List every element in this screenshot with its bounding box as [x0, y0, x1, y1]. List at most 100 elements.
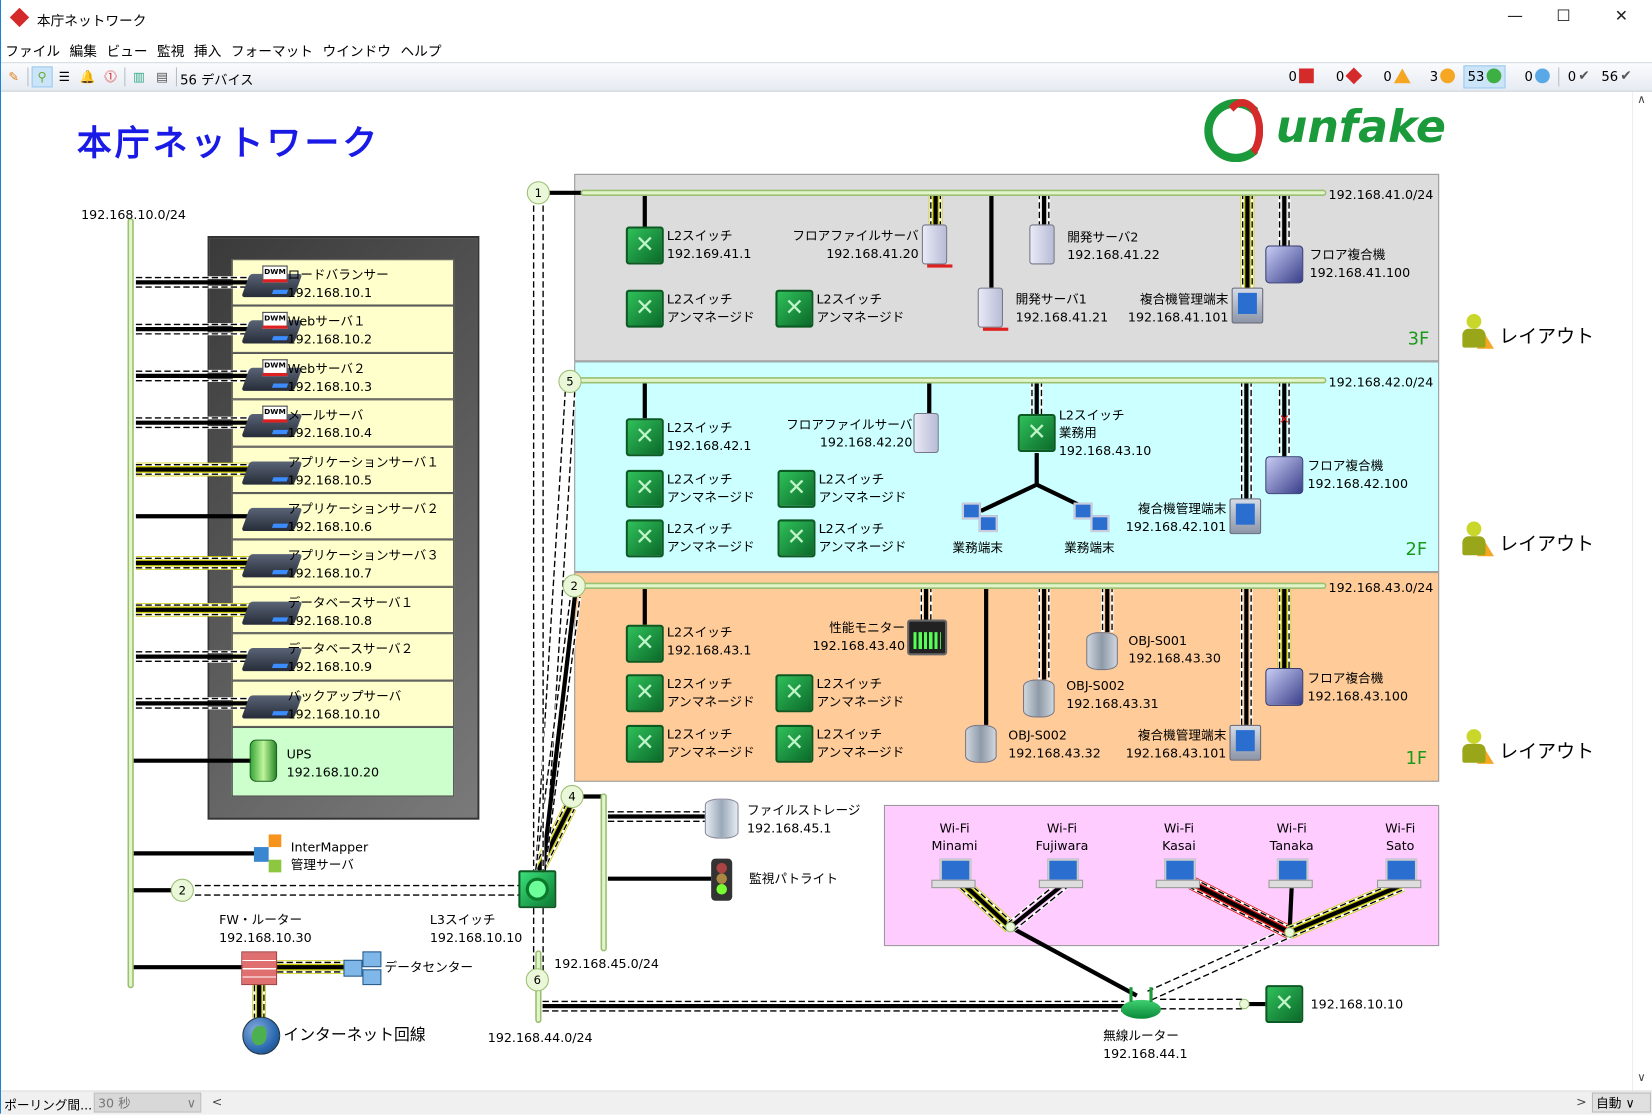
network-link-bubble[interactable]: 2 [170, 878, 194, 902]
workstation-cluster-icon[interactable] [1071, 502, 1111, 537]
mfp-icon[interactable] [1265, 667, 1304, 706]
polling-interval-select[interactable]: 30 秒∨ [93, 1092, 202, 1113]
sw-icon[interactable]: ✕ [625, 724, 664, 763]
sw-icon[interactable]: ✕ [625, 418, 664, 457]
scroll-right-icon[interactable]: > [1576, 1094, 1587, 1110]
maximize-button[interactable]: ☐ [1556, 6, 1571, 26]
fw-icon[interactable] [241, 951, 278, 986]
menu-window[interactable]: ウインドウ [322, 44, 391, 61]
status-acknowledged[interactable]: 0✔ [1565, 66, 1593, 87]
laptop-icon[interactable] [1155, 858, 1201, 889]
status-critical[interactable]: 0 [1333, 66, 1365, 87]
scroll-down-icon[interactable]: ∨ [1637, 1070, 1646, 1085]
storage-icon[interactable] [704, 798, 739, 839]
layout-submap-link[interactable]: レイアウト [1499, 740, 1595, 763]
network-link-bubble[interactable]: 5 [558, 369, 582, 393]
edit-mode-icon[interactable]: ✎ [8, 69, 19, 85]
network-link-bubble[interactable]: 1 [526, 181, 550, 205]
srv-icon[interactable] [1029, 224, 1055, 265]
sw-icon[interactable]: ✕ [625, 624, 664, 663]
link-traffic-dash [1193, 878, 1293, 929]
laptop-icon[interactable] [1268, 858, 1313, 889]
sw-icon[interactable]: ✕ [775, 289, 814, 328]
patlite-icon[interactable] [711, 858, 733, 901]
db-icon[interactable] [1023, 679, 1055, 718]
notification-bell-icon[interactable]: 🔔 [79, 69, 96, 85]
menu-edit[interactable]: 編集 [69, 44, 97, 61]
db-icon[interactable] [1086, 632, 1118, 671]
menu-monitor[interactable]: 監視 [157, 44, 185, 61]
layout-submap-icon[interactable] [1460, 313, 1494, 352]
router-icon[interactable] [1120, 987, 1162, 1019]
laptop-icon[interactable] [931, 858, 976, 889]
table-icon[interactable]: ▤ [156, 69, 169, 85]
menu-insert[interactable]: 挿入 [193, 44, 222, 61]
srv-icon[interactable] [913, 412, 939, 454]
db-icon[interactable] [965, 724, 997, 763]
sw-icon[interactable]: ✕ [777, 469, 816, 508]
critical-diamond-icon [1345, 67, 1363, 85]
sw-icon[interactable]: ✕ [625, 519, 664, 558]
chart-icon[interactable]: ▥ [133, 69, 146, 85]
im-icon[interactable] [253, 834, 283, 874]
minimize-button[interactable]: — [1507, 6, 1523, 26]
datacenter-icon[interactable] [343, 951, 382, 986]
list-view-icon[interactable]: ☰ [58, 69, 70, 85]
link-hub-node[interactable] [1238, 998, 1250, 1010]
laptop-icon[interactable] [1377, 858, 1422, 889]
pc-icon[interactable] [1229, 724, 1262, 761]
l3-icon[interactable] [518, 870, 557, 909]
layout-submap-link[interactable]: レイアウト [1499, 325, 1595, 348]
sw-icon[interactable]: ✕ [1017, 414, 1056, 452]
status-unknown[interactable]: 0 [1521, 66, 1553, 87]
menu-file[interactable]: ファイル [5, 44, 61, 61]
sw-icon[interactable]: ✕ [775, 674, 814, 713]
network-link-bubble[interactable]: 6 [525, 968, 549, 992]
layout-submap-icon[interactable] [1460, 521, 1494, 560]
layout-submap-icon[interactable] [1460, 729, 1494, 767]
close-button[interactable]: ✕ [1614, 6, 1629, 26]
status-unacknowledged[interactable]: 56✔ [1598, 66, 1635, 87]
network-link-bubble[interactable]: 4 [560, 784, 584, 809]
wifi-client-name: Kasai [1162, 838, 1196, 854]
pc-icon[interactable] [1231, 287, 1264, 324]
srv-icon[interactable] [921, 224, 953, 268]
link-hub-node[interactable] [1284, 927, 1295, 938]
status-warning[interactable]: 0 [1380, 66, 1414, 87]
srv-icon[interactable] [977, 287, 1009, 331]
perf-icon[interactable] [907, 619, 948, 656]
network-link-bubble[interactable]: 2 [562, 574, 586, 598]
object-storage-address: 192.168.43.30 [1128, 651, 1221, 666]
vertical-scrollbar[interactable]: ∧∨ [1631, 90, 1652, 1091]
sw-icon[interactable]: ✕ [625, 289, 664, 328]
map-view-icon[interactable]: ⚲ [31, 66, 53, 88]
sw-icon[interactable]: ✕ [775, 724, 814, 763]
status-down[interactable]: 0 [1285, 66, 1317, 87]
ups-icon[interactable] [249, 739, 278, 782]
menu-format[interactable]: フォーマット [230, 44, 314, 61]
laptop-icon[interactable] [1038, 858, 1084, 889]
pc-icon[interactable] [1229, 498, 1262, 535]
menu-help[interactable]: ヘルプ [400, 44, 442, 61]
scroll-left-icon[interactable]: < [211, 1094, 223, 1110]
layout-submap-link[interactable]: レイアウト [1499, 533, 1595, 556]
status-alarm[interactable]: 3 [1427, 66, 1459, 87]
toolbar: ✎ ⚲ ☰ 🔔 ⓵ ▥ ▤ 56 デバイス 0 0 0 3 53 0 0✔ 56… [1, 62, 1652, 92]
rack-device-address: 192.168.10.5 [287, 472, 373, 488]
mfp-icon[interactable] [1265, 456, 1304, 495]
status-ok[interactable]: 53 [1463, 65, 1506, 89]
sw-icon[interactable]: ✕ [777, 519, 816, 558]
switch-icon[interactable]: ✕ [1265, 985, 1304, 1024]
sw-icon[interactable]: ✕ [625, 674, 664, 713]
sw-icon[interactable]: ✕ [625, 226, 664, 265]
mfp-icon[interactable] [1265, 245, 1304, 284]
menu-view[interactable]: ビュー [106, 44, 148, 61]
globe-icon[interactable] [242, 1016, 281, 1055]
workstation-cluster-icon[interactable] [960, 502, 1000, 537]
sw-icon[interactable]: ✕ [625, 469, 664, 508]
zoom-select[interactable]: 自動 ∨ [1591, 1092, 1651, 1113]
scroll-up-icon[interactable]: ∧ [1637, 92, 1646, 107]
link-hub-node[interactable] [1005, 921, 1016, 933]
stop-alarm-icon[interactable]: ⓵ [104, 69, 117, 85]
